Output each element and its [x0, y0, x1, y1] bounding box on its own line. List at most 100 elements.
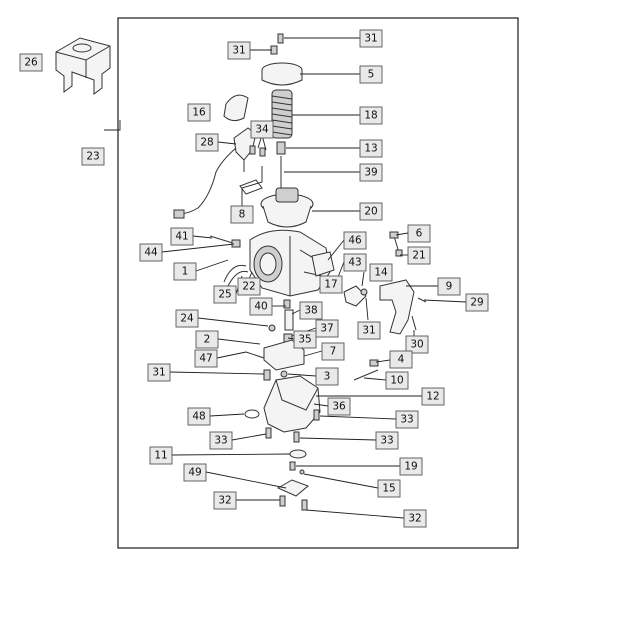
callout-7: 7	[321, 342, 345, 361]
plate-screw-a-part	[279, 495, 286, 507]
callout-16: 16	[187, 103, 211, 122]
callout-44-label: 44	[144, 247, 158, 259]
callout-7-label: 7	[330, 346, 337, 358]
callout-1: 1	[173, 262, 197, 281]
small-spring-part	[299, 469, 305, 475]
callout-31-bowl: 31	[147, 363, 171, 382]
callout-21-label: 21	[412, 250, 425, 262]
carburetor-body-part	[249, 229, 331, 297]
callout-28-label: 28	[200, 137, 213, 149]
callout-8-label: 8	[239, 209, 246, 221]
callout-30-label: 30	[410, 339, 423, 351]
plate-screw-b-part	[301, 499, 308, 511]
needle-part	[276, 141, 286, 188]
mixture-screw-part	[353, 359, 379, 381]
callout-17-label: 17	[324, 279, 337, 291]
callout-22: 22	[237, 277, 261, 296]
part-illustrations	[55, 33, 427, 511]
callout-38-label: 38	[304, 305, 317, 317]
callout-33-left: 33	[209, 431, 233, 450]
bowl-screw-part	[263, 369, 271, 381]
callout-6: 6	[407, 224, 431, 243]
callout-25: 25	[213, 285, 237, 304]
callout-33-right-upper: 33	[395, 410, 419, 429]
callout-11: 11	[149, 446, 173, 465]
callout-49: 49	[183, 463, 207, 482]
callout-16-label: 16	[192, 107, 206, 119]
callout-46-label: 46	[348, 235, 362, 247]
callout-10-label: 10	[390, 375, 403, 387]
callout-39: 39	[359, 163, 383, 182]
small-bolts-part	[249, 145, 266, 157]
drain-washer-part	[289, 449, 307, 459]
callout-9: 9	[437, 277, 461, 296]
callout-49-label: 49	[188, 467, 201, 479]
callout-33-right-lower-label: 33	[380, 435, 393, 447]
bowl-screw-a-part	[313, 409, 320, 421]
callout-33-left-label: 33	[214, 435, 227, 447]
callout-40-label: 40	[254, 301, 267, 313]
callout-4: 4	[389, 350, 413, 369]
callout-6-label: 6	[416, 228, 423, 240]
callout-24-label: 24	[180, 313, 194, 325]
bracket-clip-part	[417, 297, 427, 303]
callout-34: 34	[250, 120, 274, 139]
float-bowl-part	[263, 375, 321, 433]
callout-41: 41	[170, 227, 194, 246]
callout-37: 37	[315, 319, 339, 338]
cover-cap-part	[55, 37, 111, 95]
callout-4-label: 4	[398, 354, 405, 366]
callout-2-label: 2	[204, 334, 211, 346]
callout-32-right: 32	[403, 509, 427, 528]
callout-13-label: 13	[364, 143, 377, 155]
callout-5: 5	[359, 65, 383, 84]
callout-37-label: 37	[320, 323, 333, 335]
callout-17: 17	[319, 275, 343, 294]
callout-13: 13	[359, 139, 383, 158]
callout-32-left-label: 32	[218, 495, 231, 507]
callout-48: 48	[187, 407, 211, 426]
callout-38: 38	[299, 301, 323, 320]
callout-31-top-left: 31	[227, 41, 251, 60]
bottom-plate-part	[276, 479, 309, 497]
callout-15-label: 15	[382, 483, 395, 495]
cable-bracket-part	[379, 279, 415, 335]
callout-23: 23	[81, 147, 105, 166]
callout-18-label: 18	[364, 110, 377, 122]
callout-47: 47	[194, 349, 218, 368]
callout-9-label: 9	[446, 281, 453, 293]
callout-36: 36	[327, 397, 351, 416]
callout-8: 8	[230, 205, 254, 224]
callout-21: 21	[407, 246, 431, 265]
callouts: 26 23 31 31 5 16 18 34 28 13 39 8 20 41 …	[19, 29, 489, 528]
bracket-pin-part	[411, 315, 417, 331]
spring-part	[271, 89, 293, 139]
callout-35-label: 35	[298, 334, 311, 346]
callout-46: 46	[343, 231, 367, 250]
callout-12: 12	[421, 387, 445, 406]
callout-31-top-right-label: 31	[364, 33, 377, 45]
callout-24: 24	[175, 309, 199, 328]
callout-14-label: 14	[374, 267, 388, 279]
callout-40: 40	[249, 297, 273, 316]
callout-32-left: 32	[213, 491, 237, 510]
callout-33-right-upper-label: 33	[400, 414, 413, 426]
callout-32-right-label: 32	[408, 513, 421, 525]
bowl-screw-c-part	[293, 431, 300, 443]
callout-20-label: 20	[364, 206, 377, 218]
callout-31-bracket-label: 31	[362, 325, 375, 337]
callout-15: 15	[377, 479, 401, 498]
drain-screw-part	[289, 461, 296, 471]
callout-19-label: 19	[404, 461, 417, 473]
side-bolts-part	[389, 231, 403, 257]
callout-33-right-lower: 33	[375, 431, 399, 450]
callout-12-label: 12	[426, 391, 439, 403]
callout-48-label: 48	[192, 411, 205, 423]
callout-23-label: 23	[86, 151, 99, 163]
bowl-screw-b-part	[265, 427, 272, 439]
callout-29: 29	[465, 293, 489, 312]
callout-31-bowl-label: 31	[152, 367, 165, 379]
callout-28: 28	[195, 133, 219, 152]
callout-43-label: 43	[348, 257, 361, 269]
